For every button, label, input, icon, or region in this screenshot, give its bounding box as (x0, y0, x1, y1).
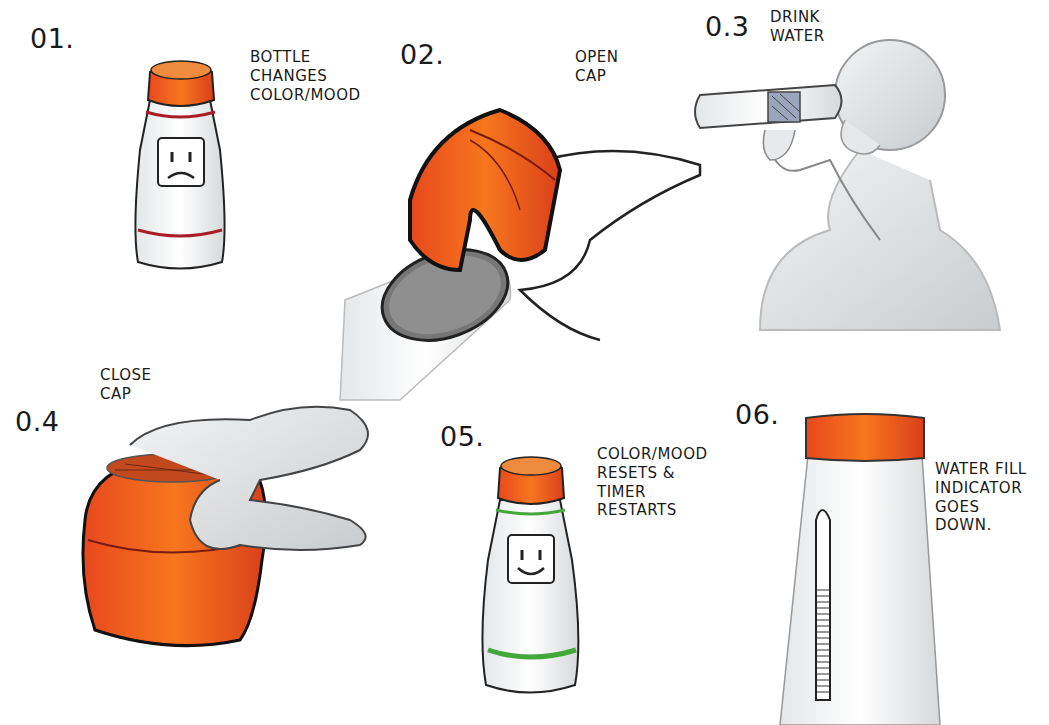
drinking-figure-part (768, 92, 800, 122)
step-number: 0.4 (15, 405, 75, 439)
fill-indicator-bottle-part (817, 590, 829, 692)
happy-bottle-part (539, 550, 542, 560)
sad-bottle-part (158, 138, 204, 186)
step-number: 01. (30, 22, 100, 56)
step-note: DRINK WATER (770, 8, 834, 46)
sad-bottle-part (138, 230, 222, 236)
drinking-figure-part (841, 120, 880, 154)
happy-bottle-part (496, 510, 565, 514)
fill-indicator-bottle-part (780, 455, 940, 725)
open-cap-sketch-part (410, 110, 560, 270)
open-cap-sketch-part (470, 130, 555, 180)
step-note: OPEN CAP (575, 48, 637, 86)
step-note: BOTTLE CHANGES COLOR/MOOD (250, 48, 365, 104)
drinking-figure-part (763, 130, 795, 160)
fill-indicator-bottle-part (816, 510, 830, 700)
drinking-figure-part (772, 94, 800, 120)
fill-indicator-bottle (780, 414, 940, 725)
open-cap-sketch (340, 110, 700, 400)
happy-bottle-part (488, 650, 576, 657)
open-cap-sketch-part (470, 140, 520, 210)
happy-bottle-part (518, 568, 544, 574)
sad-bottle (135, 61, 224, 269)
drinking-figure-part (770, 150, 880, 240)
step-note: WATER FILL INDICATOR GOES DOWN. (935, 460, 1035, 535)
step-number: 0.3 (705, 10, 765, 44)
sad-bottle-part (135, 100, 224, 269)
sad-bottle-part (151, 61, 211, 79)
step-note: CLOSE CAP (100, 366, 172, 404)
step-number: 02. (400, 38, 470, 72)
drinking-figure (695, 40, 1000, 330)
happy-bottle-part (508, 535, 554, 583)
sad-bottle-part (171, 152, 174, 162)
drinking-figure-part (695, 85, 842, 128)
step-note: COLOR/MOOD RESETS & TIMER RESTARTS (597, 445, 709, 520)
sad-bottle-part (189, 152, 192, 162)
close-cap-sketch (83, 407, 368, 646)
sad-bottle-part (168, 173, 194, 178)
step-number: 05. (440, 420, 500, 454)
sad-bottle-part (146, 112, 215, 117)
drinking-figure-part (760, 150, 1000, 330)
happy-bottle-part (501, 457, 561, 475)
happy-bottle-part (521, 550, 524, 560)
step-number: 06. (735, 398, 795, 432)
fill-indicator-bottle-part (806, 414, 924, 461)
happy-bottle-part (482, 500, 578, 693)
happy-bottle (482, 457, 578, 693)
close-cap-sketch-part (130, 407, 368, 550)
